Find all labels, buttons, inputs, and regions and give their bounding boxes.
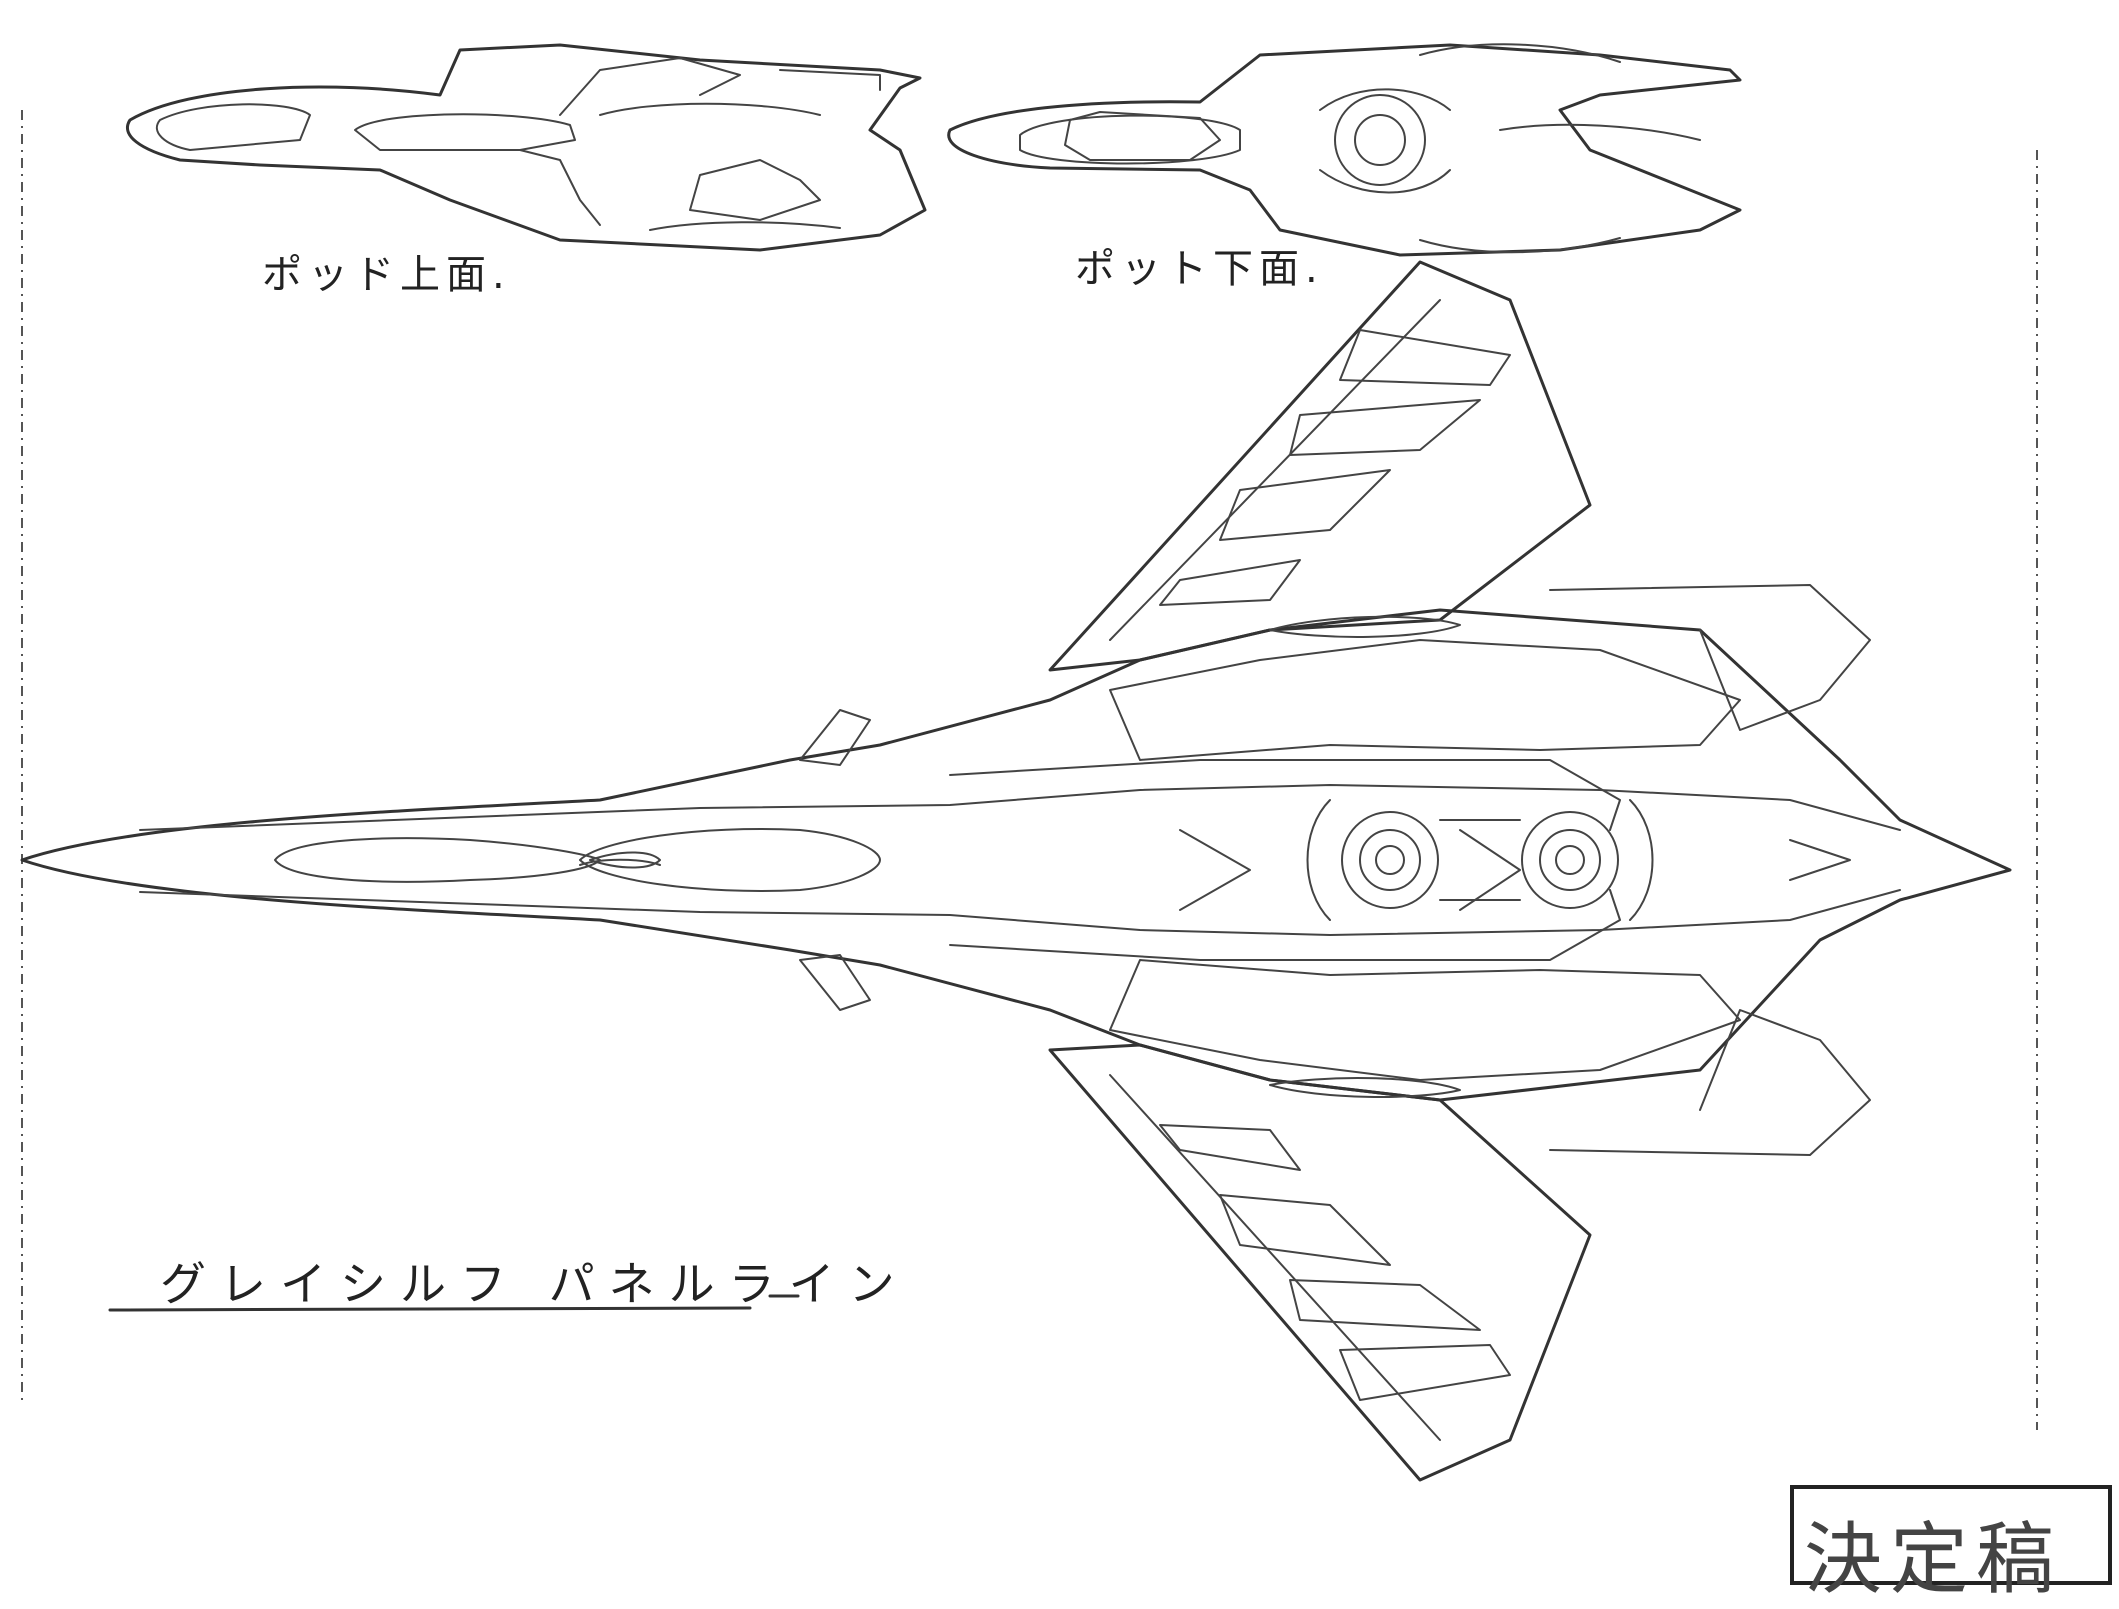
approval-stamp: 決定稿: [1790, 1485, 2112, 1605]
title-underline: [108, 1306, 752, 1312]
fuselage-outline: [20, 608, 2012, 1102]
label-pod-top: ポッド上面.: [262, 252, 511, 298]
ring-right-outer: [1521, 811, 1619, 909]
drawing-title: グレイシルフ パネルライン: [160, 1257, 909, 1311]
canard-top: [799, 709, 871, 766]
lower-wing: [1048, 1043, 1592, 1482]
upper-wing: [1048, 260, 1592, 672]
ring-left-outer: [1341, 811, 1439, 909]
ring-right-inner: [1539, 829, 1601, 891]
line-art-sheet: ポッド上面. ポット下面. グレイシルフ パネルライン 決定稿: [20, 43, 2112, 1605]
pod-top-view: [126, 43, 927, 252]
ring-left-inner: [1359, 829, 1421, 891]
aircraft-top-view: [20, 260, 2012, 1482]
canard-bottom: [799, 954, 871, 1011]
stamp-text: 決定稿: [1804, 1515, 2063, 1605]
label-pod-bottom: ポット下面.: [1075, 246, 1324, 292]
pod-bottom-view: [947, 43, 1742, 257]
technical-drawing: [20, 43, 2038, 1482]
canopy: [274, 837, 601, 883]
